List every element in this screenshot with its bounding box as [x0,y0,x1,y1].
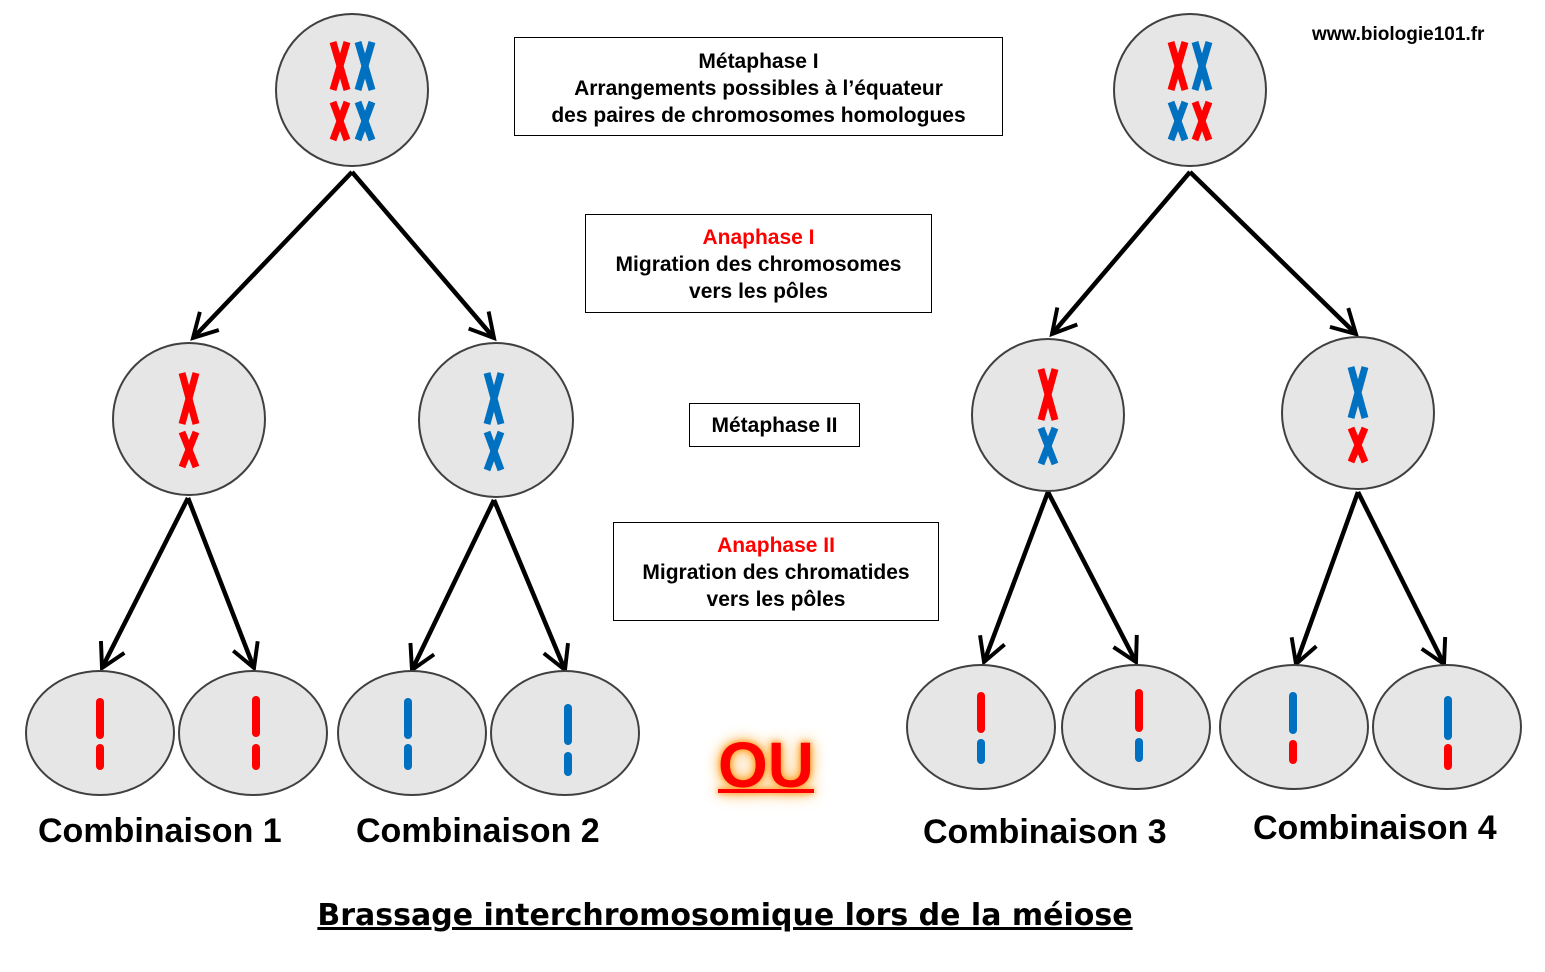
metaphase-1-line-2: des paires de chromosomes homologues [551,104,966,127]
combination-2-label: Combinaison 2 [356,812,600,850]
chromosome-large-red [1037,368,1059,421]
site-url: www.biologie101.fr [1312,24,1485,45]
chromosome-small-red [1347,426,1369,464]
arrow-11 [1289,491,1361,668]
cell-1 [275,13,429,167]
cell-4 [418,342,574,498]
arrow-2 [350,170,497,342]
arrow-8 [491,499,570,674]
chromosome-large-blue [354,41,376,91]
arrow-10 [1046,490,1139,666]
anaphase-2-line-1: Migration des chromatides [642,561,910,584]
anaphase-2-title: Anaphase II [717,534,835,557]
metaphase-2-box: Métaphase II [689,403,860,447]
chromosome-large-red [178,372,200,425]
metaphase-2-title: Métaphase II [711,414,838,437]
diagram-title: Brassage interchromosomique lors de la m… [317,898,1133,933]
combination-3-label: Combinaison 3 [923,813,1167,851]
chromosome-large-red [1167,41,1189,91]
metaphase-1-title: Métaphase I [698,50,819,73]
chromosome-small-red [329,100,351,142]
anaphase-1-line-1: Migration des chromosomes [615,253,902,276]
chromosome-small-blue [1037,426,1059,466]
chromosome-small-blue [1167,100,1189,142]
or-separator: OU [718,729,814,801]
cell-5 [971,338,1125,492]
arrow-12 [1355,490,1448,668]
arrow-3 [1049,170,1192,338]
arrow-7 [408,499,497,674]
chromosome-large-blue [483,372,505,425]
arrow-5 [98,496,191,672]
anaphase-1-title: Anaphase I [702,226,815,249]
cell-6 [1281,336,1435,490]
anaphase-2-line-2: vers les pôles [706,588,846,611]
chromosome-large-blue [1191,41,1213,91]
anaphase-2-box: Anaphase II Migration des chromatides ve… [613,522,939,621]
cell-3 [112,342,266,496]
chromosome-large-blue [1347,366,1369,419]
chromosome-large-red [329,41,351,91]
arrow-4 [1188,170,1359,337]
chromosome-small-blue [483,430,505,472]
arrow-9 [978,491,1051,666]
anaphase-1-box: Anaphase I Migration des chromosomes ver… [585,214,932,313]
chromosome-small-red [178,430,200,469]
combination-1-label: Combinaison 1 [38,812,282,850]
combination-4-label: Combinaison 4 [1253,809,1497,847]
metaphase-1-box: Métaphase I Arrangements possibles à l’é… [514,37,1003,136]
chromosome-small-red [1191,100,1213,142]
anaphase-1-line-2: vers les pôles [689,280,828,303]
arrow-6 [185,497,260,672]
cell-2 [1113,13,1267,167]
chromosome-small-blue [354,100,376,142]
arrow-1 [190,170,354,341]
metaphase-1-line-1: Arrangements possibles à l’équateur [574,77,943,100]
